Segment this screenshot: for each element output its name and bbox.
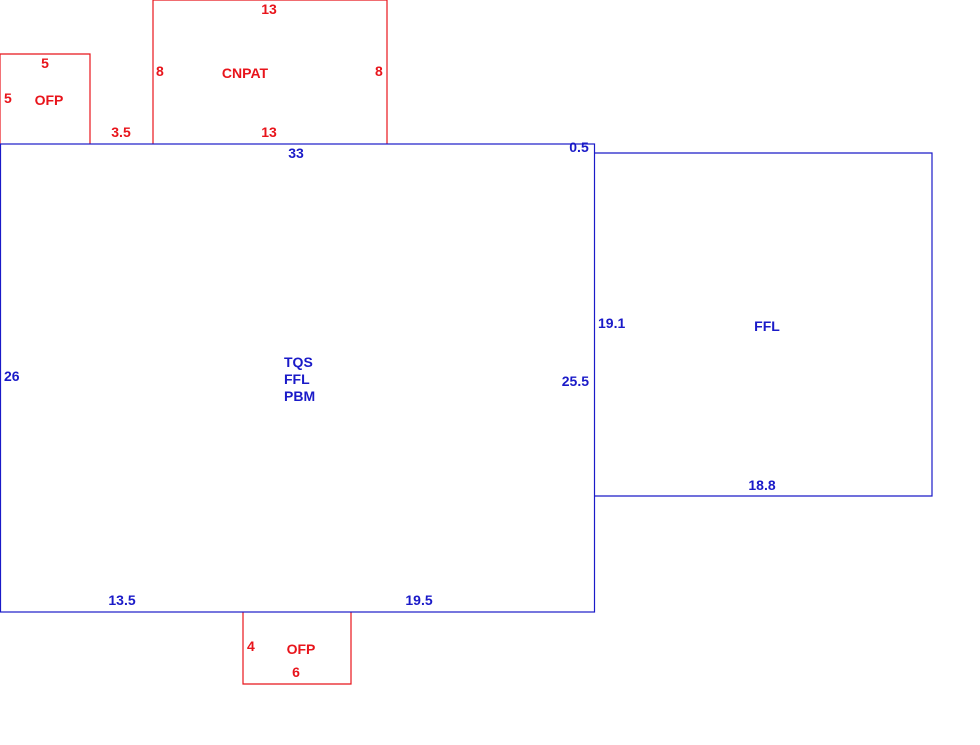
cnpat-top-dimension: 13 xyxy=(261,1,277,17)
cnpat-right-dimension: 8 xyxy=(375,63,383,79)
cnpat-left-dimension: 8 xyxy=(156,63,164,79)
main-top-dimension: 33 xyxy=(288,145,304,161)
ofp-bottom-code-label: OFP xyxy=(287,641,316,657)
cnpat-outline xyxy=(152,0,388,144)
side-code-label: FFL xyxy=(754,318,780,334)
main-bottom-left-dimension: 13.5 xyxy=(108,592,135,608)
main-structure-outline xyxy=(0,143,596,613)
side-bottom-dimension: 18.8 xyxy=(748,477,775,493)
ofp-top-left-dimension: 5 xyxy=(4,90,12,106)
main-right-dimension: 25.5 xyxy=(562,373,589,389)
side-left-dimension: 19.1 xyxy=(598,315,625,331)
ofp-top-gap-dimension: 3.5 xyxy=(111,124,131,140)
ofp-top-top-dimension: 5 xyxy=(41,55,49,71)
main-offset-dimension: 0.5 xyxy=(569,139,589,155)
ofp-top-code-label: OFP xyxy=(35,92,64,108)
ofp-top-outline xyxy=(0,53,91,144)
cnpat-code-label: CNPAT xyxy=(222,65,269,81)
ofp-bottom-bottom-dimension: 6 xyxy=(292,664,300,680)
ofp-bottom-left-dimension: 4 xyxy=(247,638,255,654)
cnpat-bottom-dimension: 13 xyxy=(261,124,277,140)
main-code-label-2: FFL xyxy=(284,371,310,387)
main-code-label-1: TQS xyxy=(284,354,313,370)
main-code-label-3: PBM xyxy=(284,388,315,404)
side-structure-outline xyxy=(594,152,933,497)
main-left-dimension: 26 xyxy=(4,368,20,384)
main-bottom-right-dimension: 19.5 xyxy=(405,592,432,608)
ofp-bottom-outline xyxy=(242,612,352,685)
